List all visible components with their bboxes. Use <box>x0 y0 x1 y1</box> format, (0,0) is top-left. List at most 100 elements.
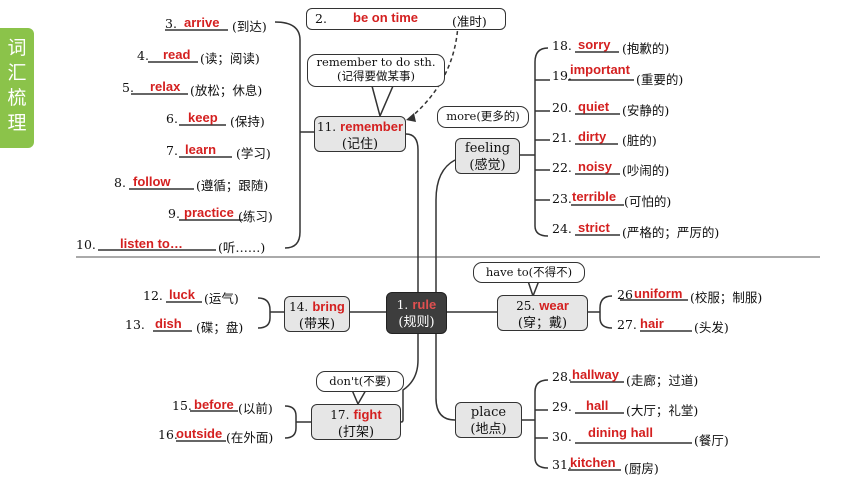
item-5-cn: (放松；休息) <box>190 83 263 98</box>
item-6-answer: keep <box>188 110 218 125</box>
hub-bring-answer: bring <box>312 299 345 314</box>
hub-fight-cn: (打架) <box>337 425 375 440</box>
item-29-answer: hall <box>586 398 609 413</box>
item-12-num: 12. <box>143 288 163 303</box>
item-23-answer: terrible <box>572 189 617 204</box>
item-28-num: 28. <box>552 369 572 384</box>
item-20-answer: quiet <box>578 99 610 114</box>
hub-wear-answer: wear <box>539 298 569 313</box>
item-19-cn: (重要的) <box>636 72 684 87</box>
item-16-answer: outside <box>176 426 223 441</box>
item-31-cn: (厨房) <box>624 461 659 476</box>
hub-remember-cn: (记住) <box>341 137 379 152</box>
item-22-num: 22. <box>552 160 572 175</box>
item-2-cn: (准时) <box>452 14 487 29</box>
callout-remember-to-do: remember to do sth. (记得要做某事) <box>307 54 445 87</box>
item-9-num: 9. <box>168 206 180 221</box>
item-26-cn: (校服；制服) <box>690 290 763 305</box>
callout-remember-en: remember to do sth. <box>316 55 436 69</box>
hub-wear-num: 25. <box>516 299 536 313</box>
item-16-cn: (在外面) <box>226 430 274 445</box>
item-20-num: 20. <box>552 100 572 115</box>
hub-remember-num: 11. <box>316 120 337 134</box>
item-30-cn: (餐厅) <box>694 433 729 448</box>
item-15-cn: (以前) <box>238 401 273 416</box>
callout-dont: don't(不要) <box>316 371 404 392</box>
item-7-answer: learn <box>185 142 217 157</box>
item-24-num: 24. <box>552 221 572 236</box>
center-num: 1. <box>396 298 409 312</box>
item-24-answer: strict <box>578 220 610 235</box>
item-9-cn: (练习) <box>238 209 273 224</box>
hub-remember: 11. remember (记住) <box>314 116 406 152</box>
item-27-answer: hair <box>640 316 664 331</box>
callout-dont-text: don't(不要) <box>329 374 391 388</box>
hub-bring-num: 14. <box>289 300 309 314</box>
item-13-answer: dish <box>155 316 182 331</box>
item-3-cn: (到达) <box>232 19 267 34</box>
item-9-answer: practice <box>184 205 234 220</box>
item-16-num: 16. <box>158 427 178 442</box>
item-21-cn: (脏的) <box>622 133 657 148</box>
hub-feeling-cn: (感觉) <box>469 158 506 173</box>
center-cn: (规则) <box>398 315 435 330</box>
callout-have-to: have to(不得不) <box>473 262 585 283</box>
callout-more-text: more(更多的) <box>446 109 520 123</box>
item-3-num: 3. <box>165 16 177 31</box>
item-10-cn: (听……) <box>218 240 266 255</box>
item-18-cn: (抱歉的) <box>622 41 670 56</box>
item-3-answer: arrive <box>184 15 220 30</box>
callout-have-to-text: have to(不得不) <box>485 265 573 279</box>
item-21-num: 21. <box>552 130 572 145</box>
item-19-num: 19. <box>552 68 572 83</box>
item-26-answer: uniform <box>634 286 683 301</box>
item-19-answer: important <box>570 62 630 77</box>
item-5-num: 5. <box>122 80 134 95</box>
item-2-box <box>306 8 506 30</box>
item-5-answer: relax <box>150 79 181 94</box>
item-8-cn: (遵循；跟随) <box>196 178 269 193</box>
item-6-cn: (保持) <box>230 114 265 129</box>
item-12-answer: luck <box>169 287 196 302</box>
item-27-num: 27. <box>617 317 637 332</box>
item-22-cn: (吵闹的) <box>622 163 670 178</box>
hub-bring: 14. bring (带来) <box>284 296 350 332</box>
hub-fight-answer: fight <box>353 407 382 422</box>
hub-place-cn: (地点) <box>470 422 507 437</box>
section-title: 词汇梳理 <box>7 37 27 134</box>
item-12-cn: (运气) <box>204 291 239 306</box>
hub-place-en: place <box>470 405 507 420</box>
hub-feeling-en: feeling <box>464 141 511 156</box>
item-28-answer: hallway <box>572 367 619 382</box>
callout-remember-cn: (记得要做某事) <box>337 69 415 83</box>
item-15-answer: before <box>194 397 234 412</box>
item-22-answer: noisy <box>578 159 612 174</box>
hub-place: place (地点) <box>455 402 522 438</box>
item-30-answer: dining hall <box>588 425 653 440</box>
item-31-num: 31. <box>552 457 572 472</box>
callout-more: more(更多的) <box>437 106 529 128</box>
item-27-cn: (头发) <box>694 320 729 335</box>
item-8-num: 8. <box>114 175 126 190</box>
item-30-num: 30. <box>552 429 572 444</box>
center-node-rule: 1. rule (规则) <box>386 292 447 334</box>
item-21-answer: dirty <box>578 129 607 144</box>
section-tab: 词汇梳理 <box>0 28 34 148</box>
item-4-num: 4. <box>137 48 149 63</box>
hub-fight-num: 17. <box>330 408 350 422</box>
hub-fight: 17. fight (打架) <box>311 404 401 440</box>
hub-wear-cn: (穿；戴) <box>517 316 568 331</box>
item-7-cn: (学习) <box>236 146 271 161</box>
item-10-num: 10. <box>76 237 96 252</box>
item-18-num: 18. <box>552 38 572 53</box>
item-20-cn: (安静的) <box>622 103 670 118</box>
item-29-num: 29. <box>552 399 572 414</box>
item-4-cn: (读；阅读) <box>200 51 260 66</box>
item-8-answer: follow <box>133 174 171 189</box>
hub-feeling: feeling (感觉) <box>455 138 520 174</box>
item-15-num: 15. <box>172 398 192 413</box>
item-28-cn: (走廊；过道) <box>626 373 699 388</box>
item-7-num: 7. <box>166 143 178 158</box>
